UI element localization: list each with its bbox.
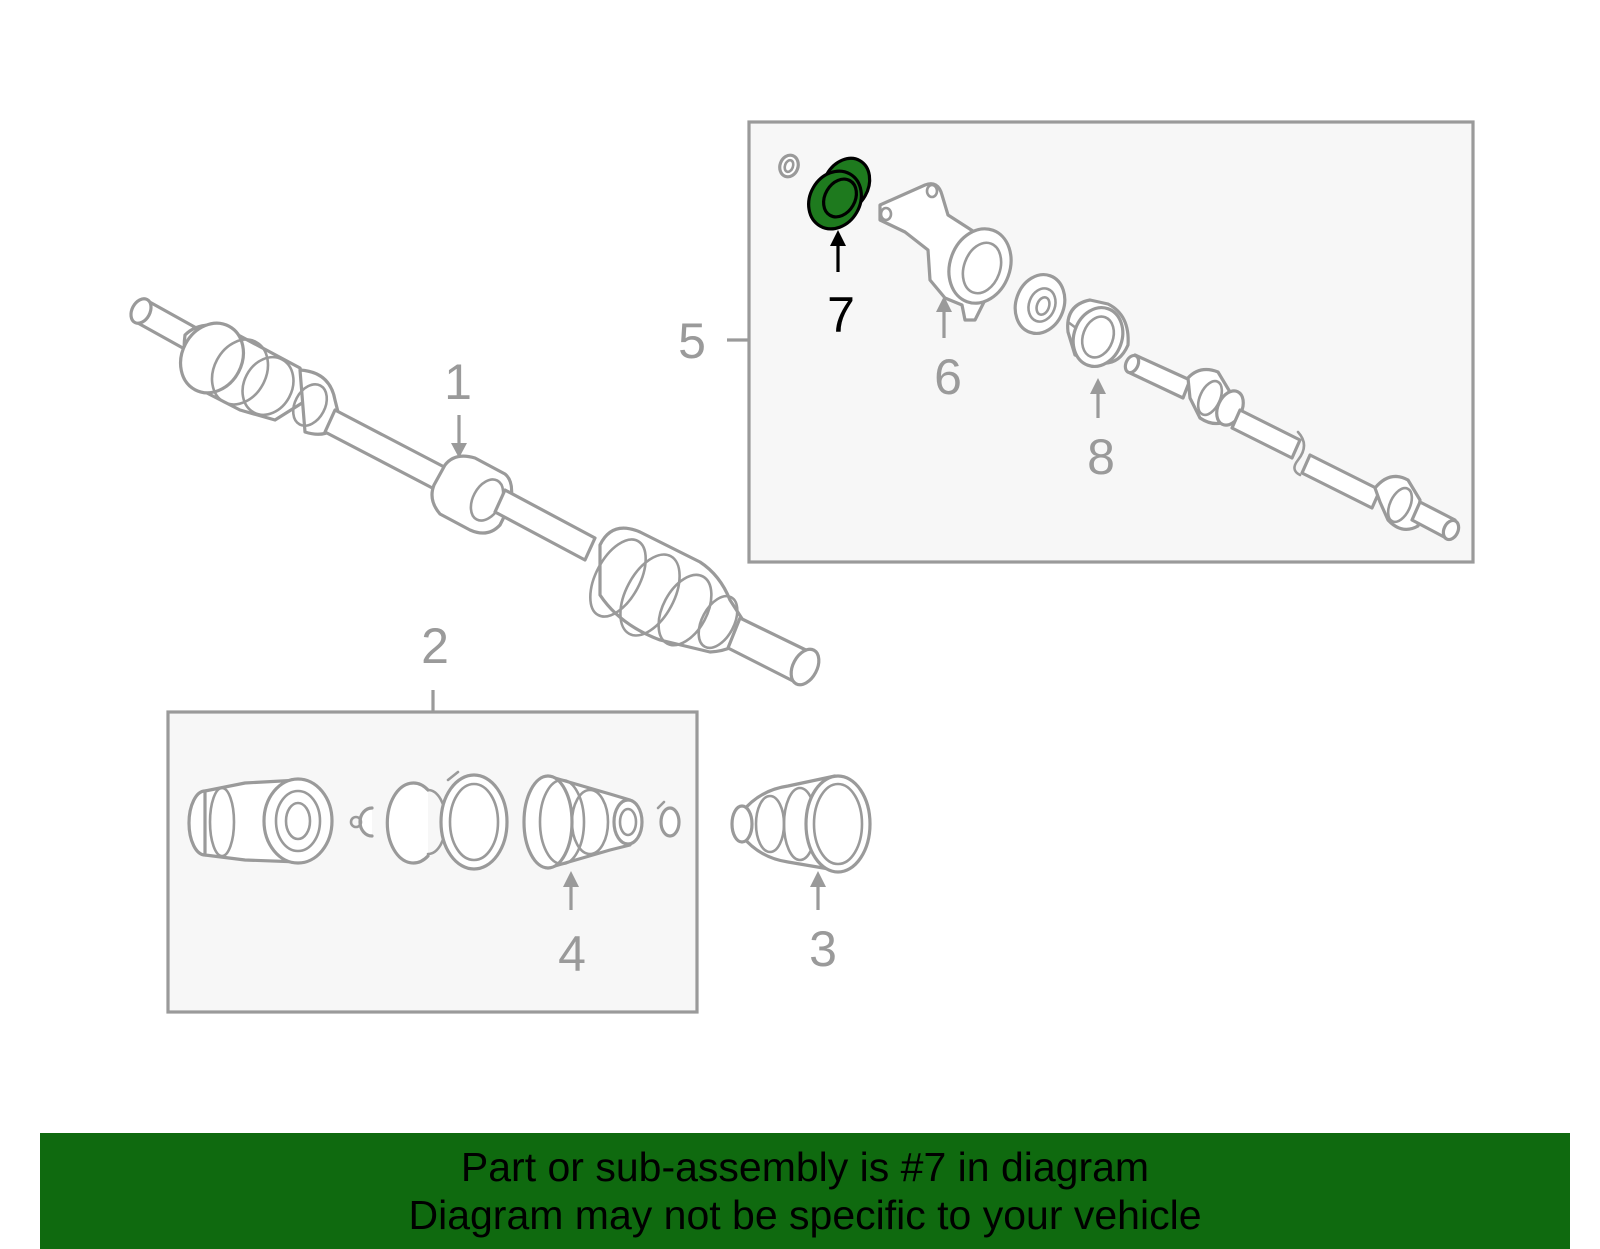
callout-8: 8 bbox=[1087, 429, 1115, 485]
part-7-seal-highlighted bbox=[807, 156, 872, 231]
part-4-inner-boot bbox=[522, 774, 681, 870]
callout-1: 1 bbox=[444, 354, 472, 410]
info-banner: Part or sub-assembly is #7 in diagram Di… bbox=[40, 1133, 1570, 1249]
part-2-inner-joint-kit bbox=[187, 770, 509, 871]
intermediate-shaft bbox=[1123, 353, 1461, 542]
part-3-outer-boot bbox=[730, 774, 872, 874]
subassembly-box-2 bbox=[166, 710, 699, 1014]
arrow-8 bbox=[1090, 378, 1106, 394]
arrow-4 bbox=[563, 871, 579, 887]
callout-4: 4 bbox=[558, 926, 586, 982]
small-ring bbox=[778, 153, 800, 179]
banner-line-part: Part or sub-assembly is #7 in diagram bbox=[460, 1144, 1150, 1190]
arrow-3 bbox=[810, 871, 826, 887]
arrow-6 bbox=[936, 296, 952, 312]
callout-2: 2 bbox=[421, 618, 449, 674]
part-8-dust-cover bbox=[1066, 298, 1130, 368]
callout-5: 5 bbox=[678, 313, 706, 369]
part-1-drive-shaft bbox=[129, 297, 821, 687]
arrow-1 bbox=[451, 443, 467, 458]
parts-diagram: 1 2 3 4 5 6 7 8 bbox=[129, 120, 1475, 1014]
banner-line-disclaimer: Diagram may not be specific to your vehi… bbox=[408, 1192, 1202, 1238]
arrow-7 bbox=[830, 230, 846, 246]
part-6-bearing-bracket bbox=[878, 182, 1013, 322]
bearing-ring bbox=[1013, 273, 1067, 335]
callout-6: 6 bbox=[934, 349, 962, 405]
callout-3: 3 bbox=[809, 921, 837, 977]
callout-7: 7 bbox=[827, 287, 855, 343]
